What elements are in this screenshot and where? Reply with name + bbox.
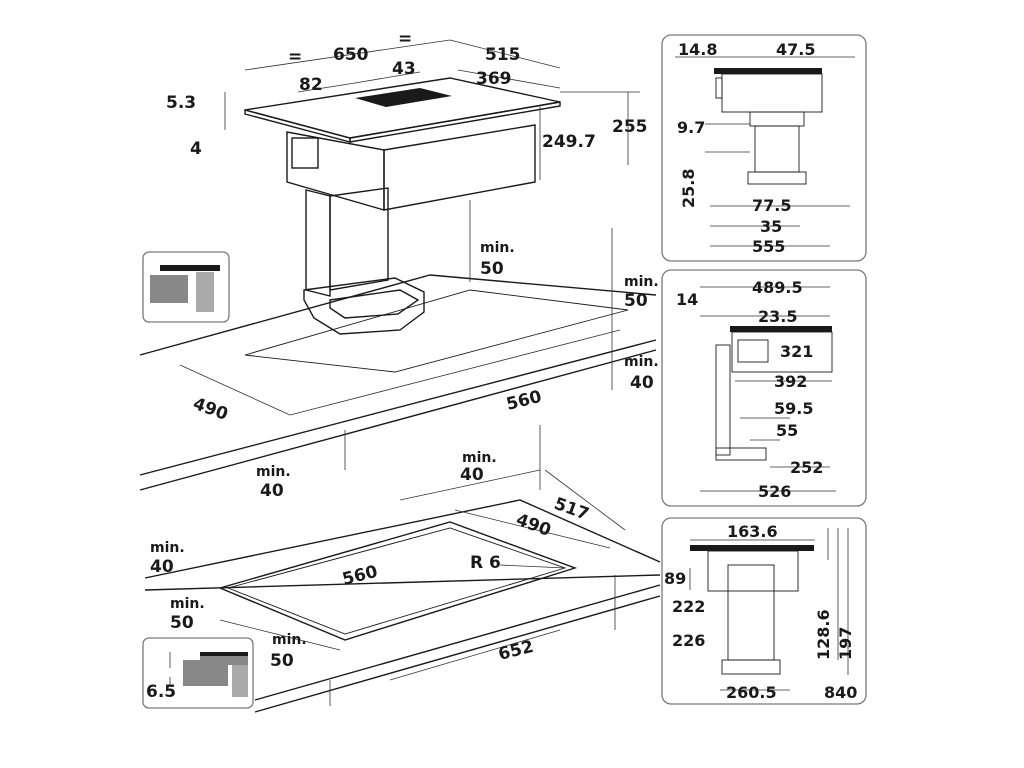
detail-panel-rear-view [661, 517, 867, 705]
dim-255: 255 [612, 117, 648, 137]
p2-dim-321: 321 [780, 342, 813, 361]
min40-label-d: min. [150, 540, 185, 556]
min40-label-b: min. [256, 464, 291, 480]
p2-dim-59-5: 59.5 [774, 399, 813, 418]
p3-dim-840: 840 [824, 683, 857, 702]
cutout-dim-560: 560 [504, 387, 543, 415]
flush-mount-isometric [144, 425, 661, 713]
min40-value-c: 40 [460, 465, 484, 485]
control-box [291, 137, 319, 169]
p2-dim-526: 526 [758, 482, 791, 501]
cutout-dimensions [179, 200, 621, 470]
vent-slot [355, 88, 452, 107]
p3-dim-260-5: 260.5 [726, 683, 777, 702]
dim-eq-right: = [398, 29, 412, 49]
min40-label-a: min. [624, 354, 659, 370]
min40-label-c: min. [462, 450, 497, 466]
p2-dim-252: 252 [790, 458, 823, 477]
p1-dim-77-5: 77.5 [752, 196, 791, 215]
p2-dim-55: 55 [776, 421, 798, 440]
flush-dim-560: 560 [340, 562, 379, 590]
min50-value-d: 50 [270, 651, 294, 671]
dim-650: 650 [333, 45, 369, 65]
p3-dim-89: 89 [664, 569, 686, 588]
radius-r6: R 6 [470, 553, 501, 573]
p2-dim-489-5: 489.5 [752, 278, 803, 297]
p1-dim-14-8: 14.8 [678, 40, 717, 59]
p3-dim-222: 222 [672, 597, 705, 616]
dimensions-top [224, 39, 640, 180]
p2-dim-392: 392 [774, 372, 807, 391]
p1-dim-35: 35 [760, 217, 782, 236]
dim-369: 369 [476, 69, 512, 89]
min50-value-a: 50 [480, 259, 504, 279]
min50-label-b: min. [624, 274, 659, 290]
p2-dim-14: 14 [676, 290, 698, 309]
dim-5-3: 5.3 [166, 93, 196, 113]
p3-dim-128-6: 128.6 [814, 609, 833, 660]
detail-panel-side-view [661, 34, 867, 262]
min50-label-d: min. [272, 632, 307, 648]
dim-eq-left: = [288, 47, 302, 67]
p1-dim-25-8: 25.8 [679, 169, 698, 208]
thumbnail-flush-mount [142, 637, 254, 709]
p3-dim-226: 226 [672, 631, 705, 650]
flush-dim-490: 490 [513, 510, 553, 541]
min40-value-b: 40 [260, 481, 284, 501]
detail-panel-front-view [661, 269, 867, 507]
hob-isometric [139, 77, 657, 491]
dim-82: 82 [299, 75, 323, 95]
min50-value-c: 50 [170, 613, 194, 633]
p2-dim-23-5: 23.5 [758, 307, 797, 326]
p1-dim-47-5: 47.5 [776, 40, 815, 59]
p3-dim-163-6: 163.6 [727, 522, 778, 541]
dim-249-7: 249.7 [542, 132, 596, 152]
dim-43: 43 [392, 59, 416, 79]
cutout-dim-490: 490 [190, 394, 230, 425]
min40-value-d: 40 [150, 557, 174, 577]
flush-dim-517: 517 [551, 494, 591, 525]
thumbnail-installation-top [142, 251, 230, 323]
dim-4: 4 [190, 139, 202, 159]
min40-value-a: 40 [630, 373, 654, 393]
min50-label-c: min. [170, 596, 205, 612]
min50-value-b: 50 [624, 291, 648, 311]
flush-dim-6-5: 6.5 [146, 682, 176, 702]
min50-label-a: min. [480, 240, 515, 256]
p1-dim-9-7: 9.7 [677, 118, 705, 137]
p1-dim-555: 555 [752, 237, 785, 256]
p3-dim-197: 197 [836, 627, 855, 660]
dim-515: 515 [485, 45, 521, 65]
